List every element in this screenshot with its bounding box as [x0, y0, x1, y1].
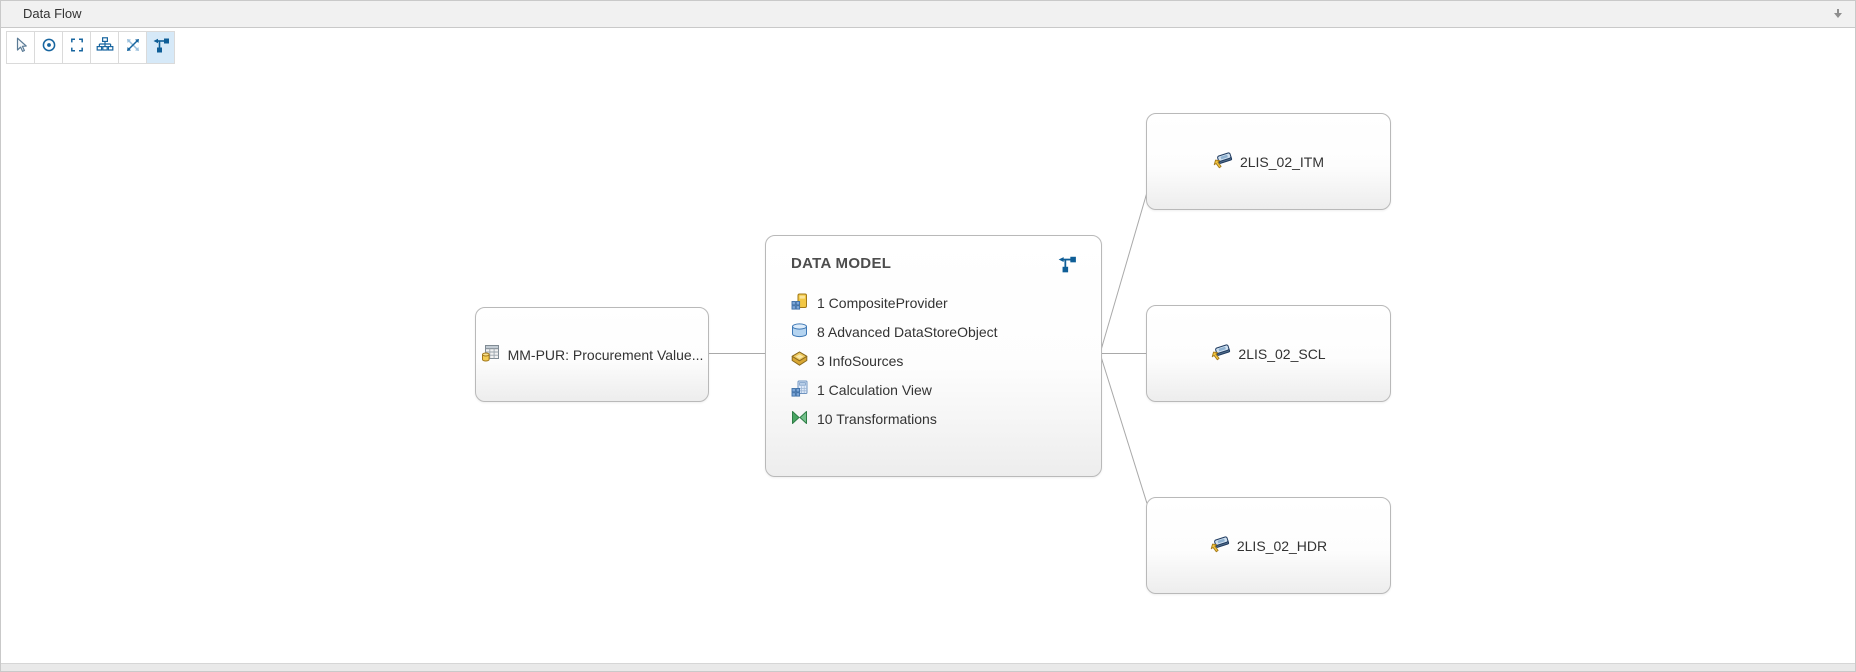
datasource-icon [1210, 534, 1230, 557]
target-icon [40, 36, 58, 59]
dataflow-tool-button[interactable] [146, 31, 175, 64]
data-model-item-label: 1 CompositeProvider [817, 294, 948, 311]
diagram-toolbar [6, 31, 175, 64]
node-datasource-hdr[interactable]: 2LIS_02_HDR [1146, 497, 1391, 594]
node-target-label: 2LIS_02_ITM [1239, 153, 1325, 170]
data-model-item: 1 CompositeProvider [791, 288, 1085, 317]
node-datasource-itm[interactable]: 2LIS_02_ITM [1146, 113, 1391, 210]
data-model-item-label: 3 InfoSources [817, 352, 904, 369]
data-model-item-list: 1 CompositeProvider 8 Advanced DataStore… [791, 288, 1085, 433]
data-model-item: 1 Calculation View [791, 375, 1085, 404]
expand-all-button[interactable] [118, 31, 147, 64]
datasource-icon [1211, 342, 1231, 365]
node-target-label: 2LIS_02_HDR [1236, 537, 1328, 554]
query-provider-icon [481, 343, 501, 366]
node-source-query[interactable]: MM-PUR: Procurement Value... [475, 307, 709, 402]
panel-header: Data Flow [1, 1, 1855, 28]
pointer-icon [12, 36, 30, 59]
fit-to-screen-icon [68, 36, 86, 59]
panel-title: Data Flow [23, 6, 82, 21]
infosource-icon [791, 351, 808, 371]
horizontal-scrollbar[interactable] [1, 663, 1855, 671]
transformation-icon [791, 409, 808, 429]
adso-icon [791, 322, 808, 342]
data-model-item: 10 Transformations [791, 404, 1085, 433]
datasource-icon [1213, 150, 1233, 173]
data-model-item-label: 1 Calculation View [817, 381, 932, 398]
data-model-item-label: 10 Transformations [817, 410, 937, 427]
node-datasource-scl[interactable]: 2LIS_02_SCL [1146, 305, 1391, 402]
data-model-title: DATA MODEL [791, 255, 892, 272]
zoom-target-button[interactable] [34, 31, 63, 64]
data-model-item: 8 Advanced DataStoreObject [791, 317, 1085, 346]
data-model-item: 3 InfoSources [791, 346, 1085, 375]
dataflow-icon [152, 36, 170, 59]
hierarchy-layout-icon [96, 36, 114, 59]
expand-all-icon [124, 36, 142, 59]
node-data-model[interactable]: DATA MODEL [765, 235, 1102, 477]
hierarchy-layout-button[interactable] [90, 31, 119, 64]
calculation-view-icon [791, 380, 808, 400]
node-source-label: MM-PUR: Procurement Value... [507, 346, 704, 363]
node-target-label: 2LIS_02_SCL [1238, 345, 1326, 362]
collapse-panel-icon[interactable] [1831, 7, 1845, 21]
data-model-item-label: 8 Advanced DataStoreObject [817, 323, 998, 340]
dataflow-icon[interactable] [1057, 254, 1077, 279]
composite-provider-icon [791, 293, 808, 313]
